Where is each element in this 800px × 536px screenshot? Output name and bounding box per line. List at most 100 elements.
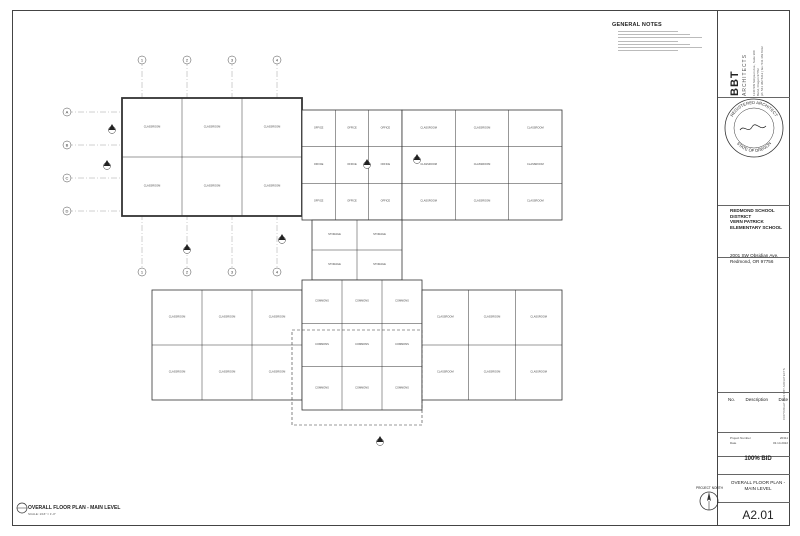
wing-northeast <box>401 109 563 221</box>
firm-address-line: ph: 541 382 5212 | fax: 541 382 8312 <box>760 46 764 96</box>
rev-col-date: Date <box>778 397 788 402</box>
sheet-title-line: OVERALL FLOOR PLAN - <box>730 480 786 485</box>
room-label: CLASSROOM <box>437 370 454 374</box>
room-label: CLASSROOM <box>474 125 491 129</box>
grid-bubble-bottom <box>272 267 282 277</box>
general-note-line <box>618 37 702 39</box>
grid-bubble-bottom <box>137 267 147 277</box>
room-label: OFFICE <box>381 162 391 166</box>
project-info-cell <box>718 433 790 457</box>
room-label: OFFICE <box>314 199 324 203</box>
client-line: DISTRICT <box>730 213 752 219</box>
room-label: CLASSROOM <box>269 315 286 319</box>
room-label: CLASSROOM <box>169 370 186 374</box>
room-label: STORAGE <box>373 262 386 266</box>
address-cell <box>718 258 790 393</box>
revisions-header: No. Description Date <box>728 397 788 402</box>
grid-label-top: 4 <box>276 57 279 62</box>
room-label: CLASSROOM <box>219 370 236 374</box>
client-cell <box>718 206 790 258</box>
grid-bubble-left <box>62 107 72 117</box>
room-label: CLASSROOM <box>474 199 491 203</box>
room-label: CLASSROOM <box>527 125 544 129</box>
grid-label-left: B <box>66 142 69 147</box>
general-note-line <box>618 40 678 42</box>
firm-cell <box>718 10 790 98</box>
general-note-line <box>618 31 678 32</box>
grid-label-left: C <box>66 175 69 180</box>
room-label: OFFICE <box>381 125 391 129</box>
room-label: COMMONS <box>315 342 329 346</box>
grid-bubble-top <box>272 55 282 65</box>
section-arrow-icon <box>103 160 111 166</box>
room-label: OFFICE <box>314 125 324 129</box>
room-label: STORAGE <box>373 232 386 236</box>
grid-bubble-top <box>227 55 237 65</box>
svg-text:REGISTERED ARCHITECT: REGISTERED ARCHITECT <box>729 100 779 118</box>
firm-address: 1140 SW Simpson Ave., Suite 300 Bend, Or… <box>752 26 764 96</box>
project-number: 20311 <box>779 436 788 440</box>
stamp-cell <box>718 98 790 206</box>
future-expansion-outline <box>291 329 423 426</box>
svg-text:STATE OF OREGON: STATE OF OREGON <box>736 141 772 153</box>
room-label: COMMONS <box>355 385 369 389</box>
room-label: CLASSROOM <box>264 184 281 188</box>
grid-label-left: A <box>66 109 69 114</box>
stamp-top-text: REGISTERED ARCHITECT <box>729 100 779 118</box>
plan-scale: SCALE: 1/16" = 1'-0" <box>28 512 56 516</box>
north-arrow: PROJECT NORTH <box>696 486 723 513</box>
room-label: COMMONS <box>395 385 409 389</box>
grid-label-top: 1 <box>141 57 144 62</box>
rev-col-no: No. <box>728 397 736 402</box>
room-label: OFFICE <box>347 162 357 166</box>
general-note-line <box>618 43 690 45</box>
general-note-line <box>618 50 678 52</box>
room-label: CLASSROOM <box>269 370 286 374</box>
grid-label-bottom: 1 <box>141 269 144 274</box>
room-label: OFFICE <box>347 125 357 129</box>
address-line: 2001 SW Obsidian Ave. <box>730 253 779 258</box>
grid-bubble-top <box>182 55 192 65</box>
grid-label-bottom: 2 <box>186 269 189 274</box>
room-label: CLASSROOM <box>219 315 236 319</box>
room-label: COMMONS <box>395 342 409 346</box>
general-note-line <box>618 46 702 48</box>
grid-bubble-bottom <box>227 267 237 277</box>
room-label: CLASSROOM <box>169 315 186 319</box>
address-line: Redmond, OR 97756 <box>730 258 774 264</box>
sheet-border <box>12 10 790 526</box>
room-label: CLASSROOM <box>437 315 454 319</box>
project-date: 03.14.2022 <box>772 441 788 445</box>
general-notes: GENERAL NOTES <box>612 22 712 52</box>
room-label: OFFICE <box>347 199 357 203</box>
core-commons <box>301 279 423 411</box>
room-label: CLASSROOM <box>264 125 281 129</box>
room-label: CLASSROOM <box>484 315 501 319</box>
room-label: COMMONS <box>315 385 329 389</box>
grid-label-left: D <box>66 208 69 213</box>
room-label: CLASSROOM <box>144 125 161 129</box>
grid-label-top: 2 <box>186 57 189 62</box>
firm-suffix: ARCHITECTS <box>742 54 748 96</box>
room-label: CLASSROOM <box>527 199 544 203</box>
room-label: CLASSROOM <box>474 162 491 166</box>
grid-label-top: 3 <box>231 57 234 62</box>
phase-label: 100% BID <box>744 456 772 462</box>
floor-plan-drawing: CLASSROOM CLASSROOM CLASSROOM CLASSROOM CLAS… <box>62 55 563 446</box>
room-label: CLASSROOM <box>144 184 161 188</box>
title-block <box>717 10 790 526</box>
general-note-line <box>618 34 690 36</box>
room-label: COMMONS <box>315 299 329 303</box>
north-label: PROJECT NORTH <box>696 486 723 490</box>
drawing-title-marker-icon <box>16 502 28 514</box>
room-label: STORAGE <box>328 262 341 266</box>
room-label: COMMONS <box>355 342 369 346</box>
rev-col-description: Description <box>745 397 768 402</box>
room-label: CLASSROOM <box>420 125 437 129</box>
date-label: Date <box>730 441 737 445</box>
wing-administration <box>301 109 403 221</box>
client-info: REDMOND SCHOOL DISTRICT VERN PATRICK ELE… <box>730 208 790 230</box>
room-label: CLASSROOM <box>484 370 501 374</box>
room-label: OFFICE <box>314 162 324 166</box>
